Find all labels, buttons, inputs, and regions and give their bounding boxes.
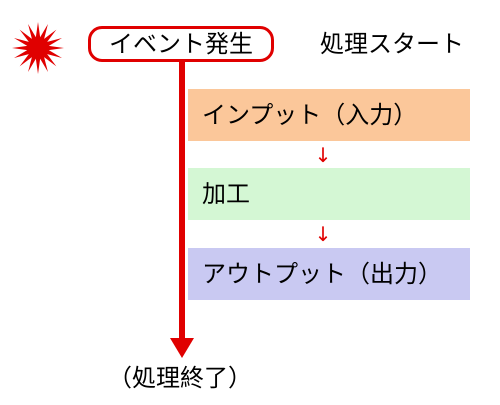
end-label: （処理終了） xyxy=(108,364,252,392)
burst-icon xyxy=(12,22,64,74)
step-input: インプット（入力） xyxy=(188,89,470,141)
start-label: 処理スタート xyxy=(320,30,464,58)
event-label: イベント発生 xyxy=(88,26,274,62)
down-arrow-icon: ↓ xyxy=(314,143,332,167)
down-arrow-icon: ↓ xyxy=(314,222,332,246)
flow-arrow xyxy=(170,60,194,358)
step-output: アウトプット（出力） xyxy=(188,248,470,300)
step-process: 加工 xyxy=(188,168,470,220)
